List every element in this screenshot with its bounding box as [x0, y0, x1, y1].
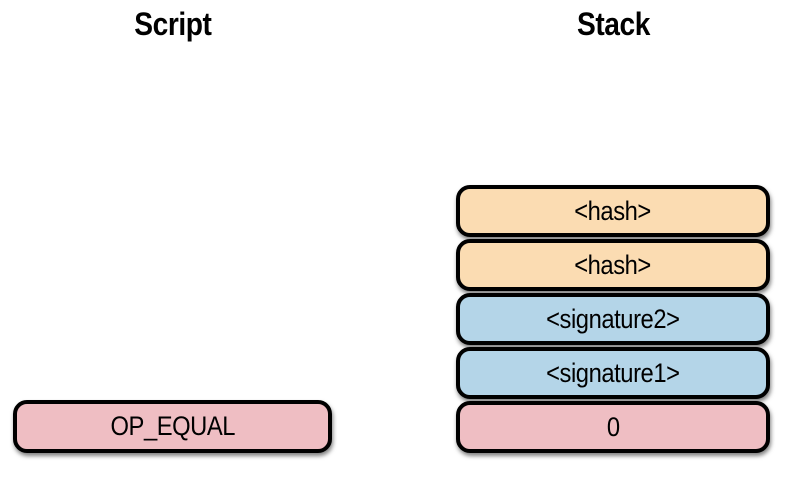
stack-item-label: <hash> — [574, 249, 652, 280]
stack-item-label: <signature2> — [546, 303, 680, 334]
stack-item-hash-1: <hash> — [456, 185, 770, 237]
stack-item-signature-2: <signature2> — [456, 293, 770, 345]
script-column-title: Script — [13, 2, 332, 46]
stack-item-label: <signature1> — [546, 357, 680, 388]
script-column-title-text: Script — [133, 6, 212, 42]
stack-item-zero: 0 — [456, 401, 770, 453]
script-opcode-box: OP_EQUAL — [13, 400, 332, 453]
stack-item-label: 0 — [606, 411, 620, 442]
stack-item-label: <hash> — [574, 195, 652, 226]
script-opcode-label: OP_EQUAL — [110, 411, 235, 441]
stack-item-signature-1: <signature1> — [456, 347, 770, 399]
stack-item-hash-2: <hash> — [456, 239, 770, 291]
stack-column-title-text: Stack — [576, 6, 650, 42]
stack-column-title: Stack — [456, 2, 770, 46]
